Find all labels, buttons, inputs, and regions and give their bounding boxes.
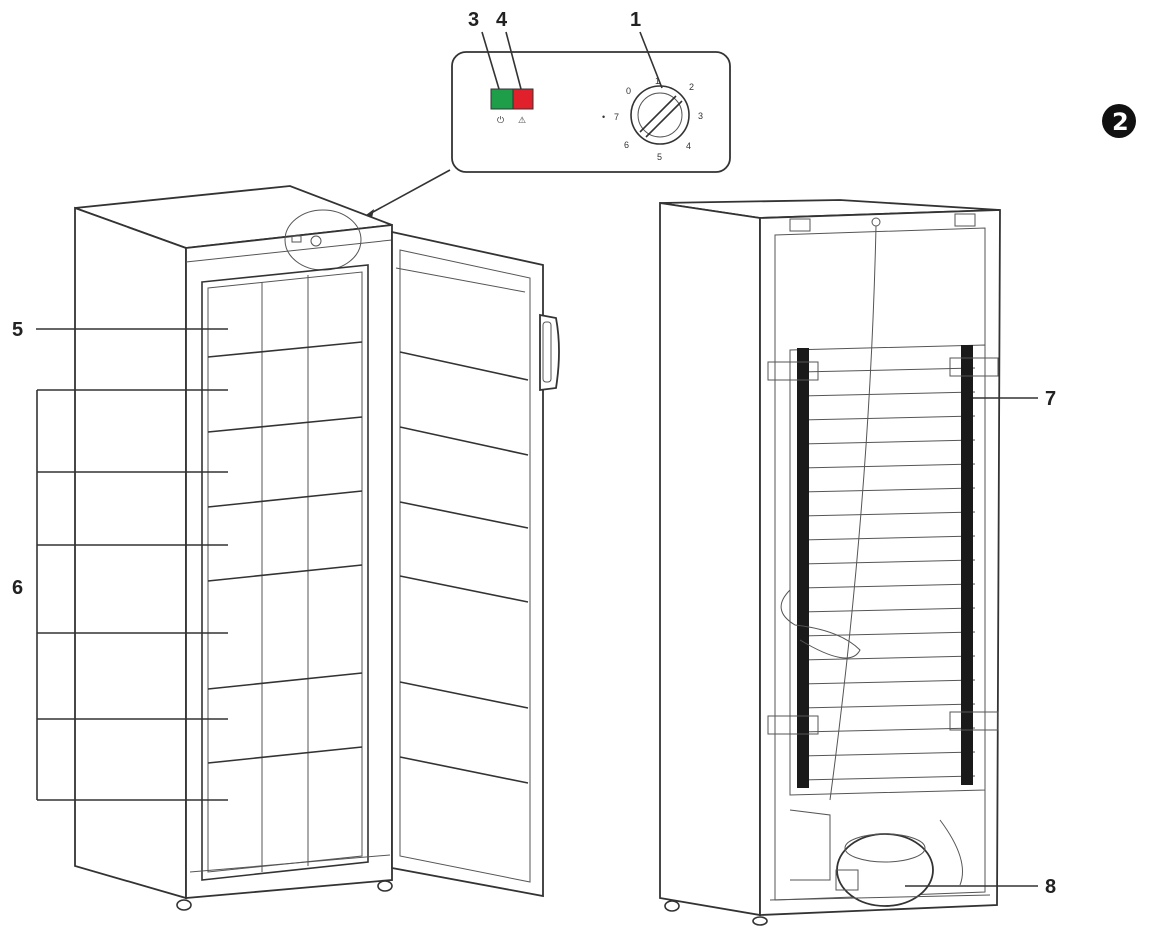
condenser-coils <box>799 367 976 781</box>
dial-tick-3: 3 <box>698 111 703 121</box>
compressor <box>835 833 934 907</box>
callout-6: 6 <box>12 577 23 599</box>
dial-tick-2: 2 <box>689 82 694 92</box>
panel-pointer <box>361 169 451 219</box>
leader-6-bracket <box>36 389 228 801</box>
callout-4: 4 <box>496 9 508 31</box>
warning-symbol-icon: ⚠ <box>518 115 526 125</box>
leader-1 <box>639 31 663 89</box>
leader-3 <box>481 31 500 90</box>
svg-text:•: • <box>602 112 605 122</box>
red-indicator-light <box>512 88 534 110</box>
dial-tick-5: 5 <box>657 152 662 162</box>
dial-tick-6: 6 <box>624 140 629 150</box>
freezer-rear-view <box>659 199 1001 926</box>
dial-tick-1: 1 <box>655 76 660 86</box>
callout-5: 5 <box>12 319 23 341</box>
callout-3: 3 <box>468 9 479 31</box>
freezer-front-view <box>74 185 560 911</box>
thermostat-dial: 0 1 2 3 4 5 6 7 • <box>602 76 703 162</box>
power-symbol-icon: ⏻ <box>497 115 504 125</box>
dial-tick-0: 0 <box>626 86 631 96</box>
dial-tick-7: 7 <box>614 112 619 122</box>
dial-tick-4: 4 <box>686 141 691 151</box>
callout-7: 7 <box>1045 388 1056 410</box>
figure-number-badge: 2 <box>1102 104 1136 138</box>
leader-4 <box>505 31 522 90</box>
callout-8: 8 <box>1045 876 1056 898</box>
svg-text:2: 2 <box>1112 108 1129 136</box>
green-indicator-light <box>490 88 514 110</box>
callout-1: 1 <box>630 9 641 31</box>
